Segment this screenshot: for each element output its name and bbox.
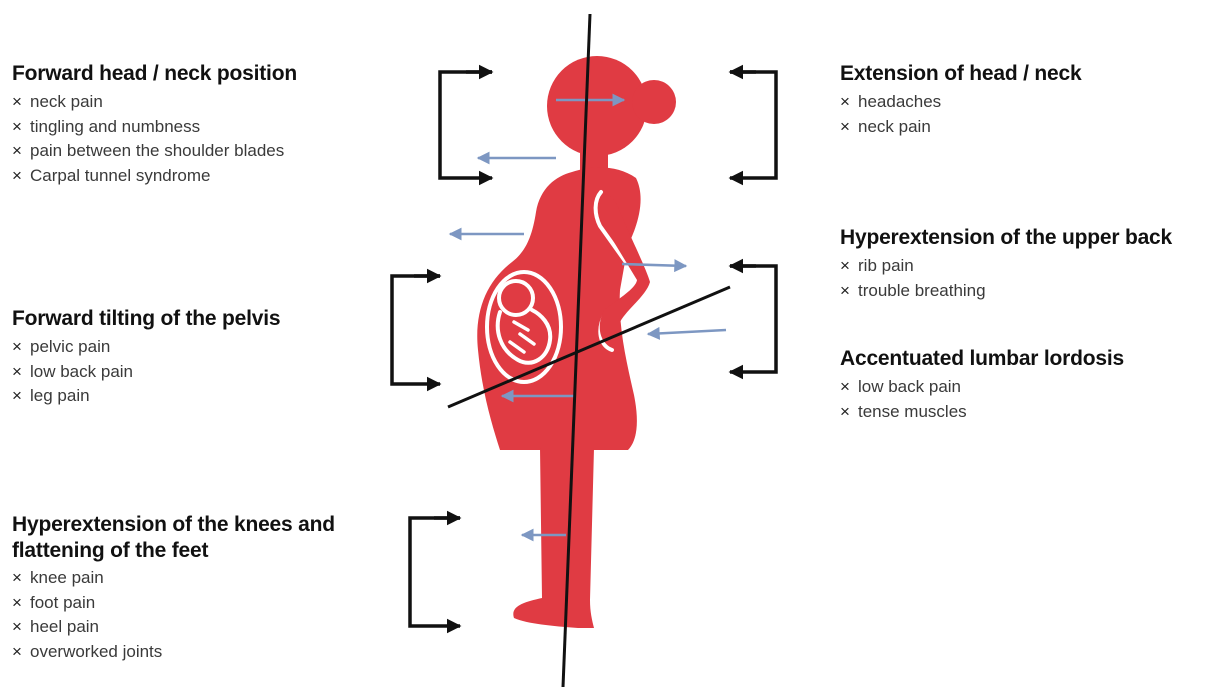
symptom-item: ×leg pain [12, 384, 280, 409]
symptom-item: ×foot pain [12, 591, 335, 616]
cross-icon: × [12, 164, 30, 189]
upper-back-symptoms: ×rib pain ×trouble breathing [840, 254, 1172, 303]
cross-icon: × [12, 384, 30, 409]
cross-icon: × [840, 400, 858, 425]
forward-head-symptoms: ×neck pain ×tingling and numbness ×pain … [12, 90, 297, 188]
symptom-item: ×rib pain [840, 254, 1172, 279]
forward-pelvis-title: Forward tilting of the pelvis [12, 306, 280, 332]
knees-feet-title: Hyperextension of the knees and flatteni… [12, 512, 335, 564]
head-shape [547, 56, 647, 156]
cross-icon: × [12, 640, 30, 665]
symptom-item: ×neck pain [12, 90, 297, 115]
symptom-item: ×headaches [840, 90, 1081, 115]
symptom-item: ×low back pain [12, 360, 280, 385]
cross-icon: × [840, 375, 858, 400]
head-left-bracket [440, 72, 492, 178]
symptom-item: ×overworked joints [12, 640, 335, 665]
head-right-bracket [730, 72, 776, 178]
symptom-item: ×tingling and numbness [12, 115, 297, 140]
extension-head-symptoms: ×headaches ×neck pain [840, 90, 1081, 139]
cross-icon: × [840, 279, 858, 304]
forward-pelvis-label: Forward tilting of the pelvis ×pelvic pa… [12, 306, 280, 409]
symptom-item: ×tense muscles [840, 400, 1124, 425]
forward-head-label: Forward head / neck position ×neck pain … [12, 61, 297, 188]
upper-back-title: Hyperextension of the upper back [840, 225, 1172, 251]
lumbar-symptoms: ×low back pain ×tense muscles [840, 375, 1124, 424]
knee-left-bracket [410, 518, 460, 626]
cross-icon: × [840, 254, 858, 279]
cross-icon: × [12, 335, 30, 360]
symptom-item: ×pain between the shoulder blades [12, 139, 297, 164]
extension-head-title: Extension of head / neck [840, 61, 1081, 87]
back-right-bracket [730, 266, 776, 372]
cross-icon: × [840, 115, 858, 140]
upper-back-label: Hyperextension of the upper back ×rib pa… [840, 225, 1172, 303]
cross-icon: × [12, 360, 30, 385]
pelvis-left-bracket [392, 276, 440, 384]
lumbar-label: Accentuated lumbar lordosis ×low back pa… [840, 346, 1124, 424]
forward-head-title: Forward head / neck position [12, 61, 297, 87]
lumbar-shift-arrow [648, 330, 726, 334]
cross-icon: × [840, 90, 858, 115]
cross-icon: × [12, 139, 30, 164]
symptom-item: ×knee pain [12, 566, 335, 591]
lumbar-title: Accentuated lumbar lordosis [840, 346, 1124, 372]
cross-icon: × [12, 615, 30, 640]
hair-bun-shape [632, 80, 676, 124]
symptom-item: ×neck pain [840, 115, 1081, 140]
knees-feet-label: Hyperextension of the knees and flatteni… [12, 512, 335, 664]
symptom-item: ×trouble breathing [840, 279, 1172, 304]
forward-pelvis-symptoms: ×pelvic pain ×low back pain ×leg pain [12, 335, 280, 409]
symptom-item: ×low back pain [840, 375, 1124, 400]
knees-feet-symptoms: ×knee pain ×foot pain ×heel pain ×overwo… [12, 566, 335, 664]
cross-icon: × [12, 90, 30, 115]
extension-head-label: Extension of head / neck ×headaches ×nec… [840, 61, 1081, 139]
symptom-item: ×pelvic pain [12, 335, 280, 360]
cross-icon: × [12, 115, 30, 140]
symptom-item: ×Carpal tunnel syndrome [12, 164, 297, 189]
cross-icon: × [12, 566, 30, 591]
cross-icon: × [12, 591, 30, 616]
legs-shape [513, 448, 594, 628]
symptom-item: ×heel pain [12, 615, 335, 640]
